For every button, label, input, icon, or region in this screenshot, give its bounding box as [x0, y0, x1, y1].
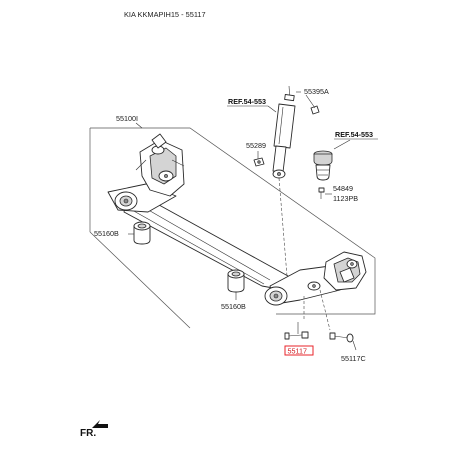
- highlight-box: [284, 345, 314, 356]
- frame-bottom-edge: [89, 231, 191, 329]
- nut-55395A[interactable]: [305, 94, 320, 115]
- label-1123PB[interactable]: 1123PB: [333, 194, 358, 203]
- svg-text:REF.54-553: REF.54-553: [335, 130, 373, 139]
- label-54849[interactable]: 54849: [333, 184, 353, 193]
- label-55117-highlight[interactable]: 55117: [284, 345, 314, 356]
- shock-absorber[interactable]: [272, 85, 296, 179]
- label-55117: 55117: [288, 347, 307, 356]
- ref-label-left[interactable]: REF.54-553: [227, 97, 277, 113]
- label-55160B-bottom[interactable]: 55160B: [221, 302, 246, 311]
- bushing-55160B-bottom[interactable]: [227, 269, 245, 300]
- bump-stopper-54849[interactable]: [313, 139, 351, 181]
- label-55395A[interactable]: 55395A: [304, 87, 329, 96]
- front-arrow-icon: [92, 420, 108, 428]
- front-indicator: FR.: [80, 420, 108, 439]
- label-55100I[interactable]: 55100I: [116, 114, 138, 123]
- front-label: FR.: [80, 428, 96, 439]
- svg-text:REF.54-553: REF.54-553: [228, 97, 266, 106]
- diagram-title: KIA KKMAPIH15 - 55117: [124, 10, 206, 19]
- label-55160B-left[interactable]: 55160B: [94, 229, 119, 238]
- label-55289[interactable]: 55289: [246, 141, 266, 150]
- bolt-1123PB[interactable]: [318, 187, 332, 199]
- label-55117C[interactable]: 55117C: [341, 354, 366, 363]
- bolt-55117C[interactable]: [319, 289, 357, 351]
- bolt-55117[interactable]: [284, 296, 309, 340]
- bushing-55160B-left[interactable]: [128, 221, 151, 245]
- ref-label-right[interactable]: REF.54-553: [334, 130, 378, 140]
- leader-55100I: [135, 122, 143, 129]
- assembly-frame: [90, 127, 376, 315]
- shock-dash-line: [278, 177, 288, 277]
- nut-55289[interactable]: [253, 151, 265, 167]
- torsion-beam-axle[interactable]: [107, 133, 367, 306]
